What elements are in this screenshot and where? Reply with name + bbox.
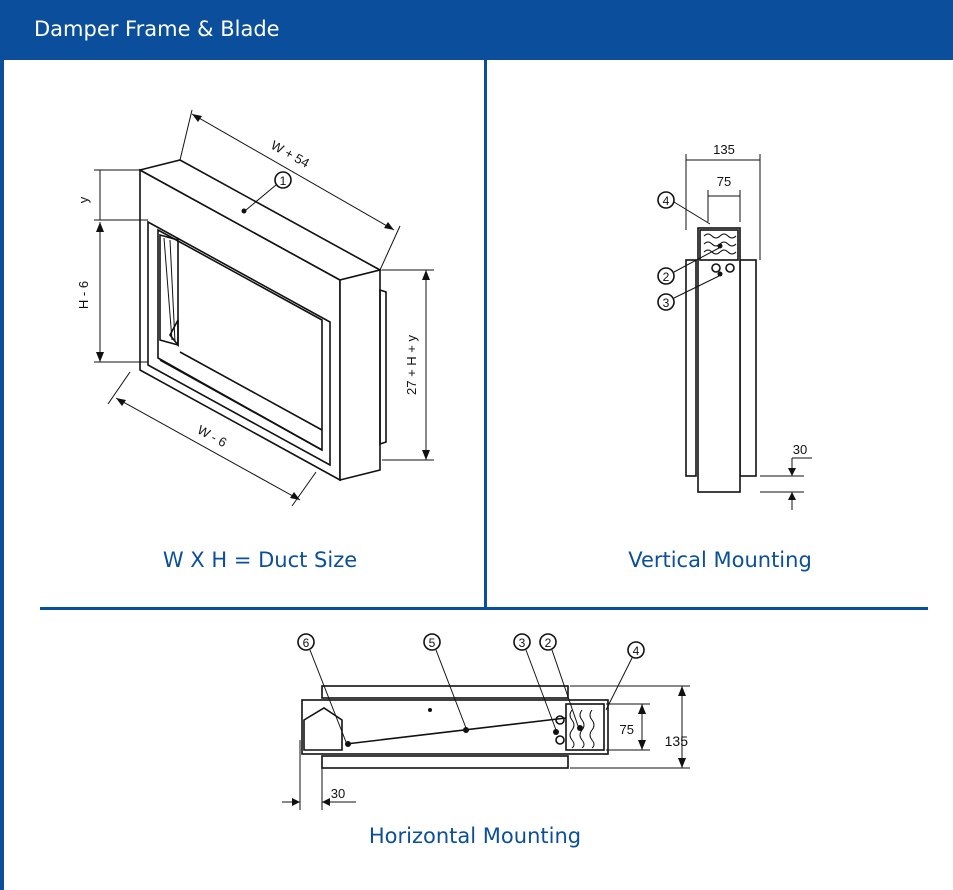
frame-callout-1: 1 bbox=[280, 174, 287, 188]
vertical-mounting-drawing: 135 75 4 2 3 30 bbox=[657, 142, 812, 510]
header-title: Damper Frame & Blade bbox=[34, 17, 280, 41]
vertical-caption: Vertical Mounting bbox=[628, 548, 812, 572]
dim-height: H - 6 bbox=[76, 281, 91, 309]
vm-dim-outer: 135 bbox=[713, 142, 735, 157]
hm-callout-2: 2 bbox=[545, 636, 552, 650]
left-border bbox=[0, 60, 4, 890]
vm-dim-inner: 75 bbox=[717, 174, 731, 189]
vm-dim-offset: 30 bbox=[793, 442, 807, 457]
hm-dim-inner: 75 bbox=[620, 722, 634, 737]
dim-y: y bbox=[76, 196, 91, 203]
frame-drawing: 1 W + 54 y H - 6 W - 6 27 + H + y bbox=[76, 109, 434, 507]
frame-caption: W X H = Duct Size bbox=[162, 548, 358, 572]
vm-callout-3: 3 bbox=[663, 296, 670, 310]
horizontal-divider bbox=[40, 607, 928, 610]
hm-dim-offset: 30 bbox=[331, 786, 345, 801]
vertical-divider bbox=[484, 60, 487, 610]
hm-dim-outer: 135 bbox=[665, 733, 689, 749]
vm-callout-4: 4 bbox=[663, 194, 670, 208]
hm-callout-6: 6 bbox=[303, 636, 310, 650]
hm-callout-3: 3 bbox=[519, 636, 526, 650]
header-bar: Damper Frame & Blade bbox=[0, 0, 953, 60]
dim-overall: 27 + H + y bbox=[404, 335, 419, 395]
hm-callout-5: 5 bbox=[429, 636, 436, 650]
dim-width: W - 6 bbox=[195, 422, 229, 450]
vm-callout-2: 2 bbox=[663, 270, 670, 284]
dim-depth: W + 54 bbox=[268, 137, 312, 170]
hm-callout-4: 4 bbox=[633, 644, 640, 658]
horizontal-mounting-drawing: 6 5 3 2 4 75 135 30 bbox=[282, 633, 690, 810]
horizontal-caption: Horizontal Mounting bbox=[368, 824, 582, 848]
